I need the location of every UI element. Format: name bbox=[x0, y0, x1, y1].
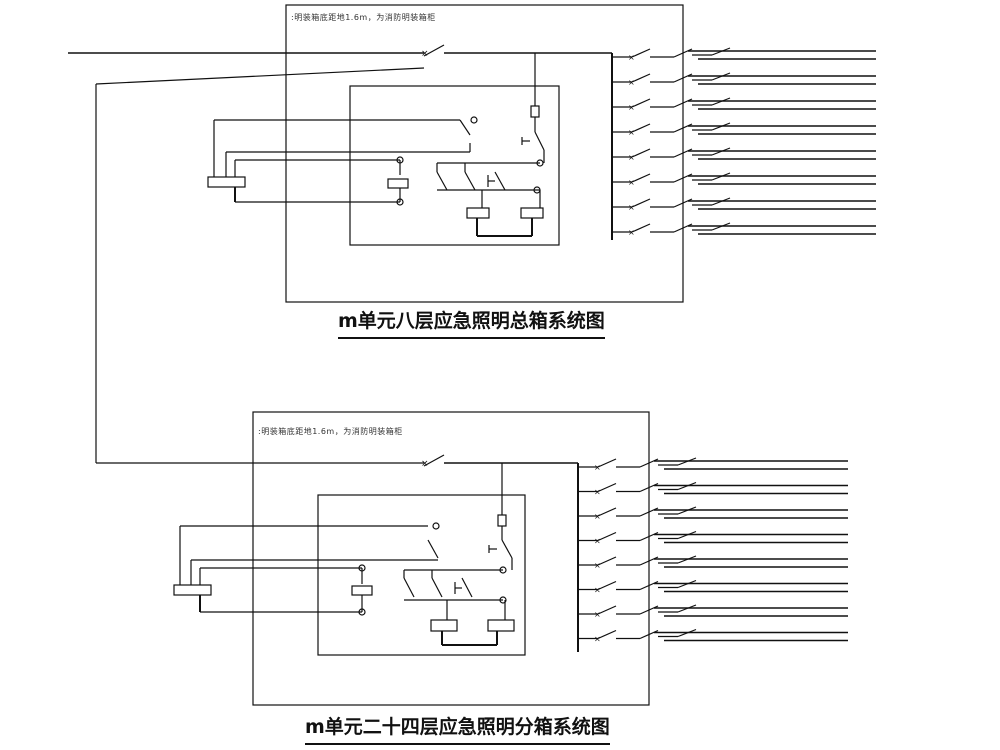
bottom-circuit: × bbox=[578, 457, 848, 472]
svg-text:×: × bbox=[594, 635, 601, 644]
svg-text:×: × bbox=[628, 228, 635, 237]
top-fuse bbox=[530, 105, 540, 118]
top-relay-mid bbox=[387, 178, 409, 189]
bottom-coil-left bbox=[430, 619, 458, 632]
top-circuit: × bbox=[612, 72, 876, 87]
bottom-outgoing-circuits: × × × × × × × × bbox=[578, 457, 848, 644]
svg-text:×: × bbox=[628, 153, 635, 162]
bottom-panel-title: m单元二十四层应急照明分箱系统图 bbox=[305, 712, 610, 745]
svg-text:×: × bbox=[628, 128, 635, 137]
bottom-circuit: × bbox=[578, 530, 848, 546]
svg-text:×: × bbox=[594, 561, 601, 570]
top-panel: × bbox=[68, 4, 684, 464]
top-circuit: × bbox=[612, 147, 876, 162]
riser-cable bbox=[95, 67, 425, 85]
top-relay-left bbox=[207, 176, 246, 188]
svg-text:×: × bbox=[594, 488, 601, 497]
svg-text:×: × bbox=[628, 78, 635, 87]
svg-text:×: × bbox=[594, 537, 601, 546]
top-panel-note: :明装箱底距地1.6m，为消防明装箱柜 bbox=[291, 13, 436, 22]
svg-text:×: × bbox=[421, 49, 429, 59]
top-circuit: × bbox=[612, 47, 876, 62]
bottom-circuit: × bbox=[578, 506, 848, 521]
bottom-main-breaker bbox=[423, 454, 445, 467]
bottom-fuse bbox=[497, 514, 507, 527]
top-circuit: × bbox=[612, 197, 876, 212]
bottom-control-box bbox=[317, 494, 526, 656]
bottom-circuit: × bbox=[578, 579, 848, 595]
bottom-coil-right bbox=[487, 619, 515, 632]
top-main-breaker bbox=[423, 44, 445, 57]
top-circuit: × bbox=[612, 222, 876, 237]
top-circuit: × bbox=[612, 172, 876, 187]
top-control-box bbox=[349, 85, 560, 246]
svg-text:×: × bbox=[628, 53, 635, 62]
svg-text:×: × bbox=[628, 103, 635, 112]
top-panel-title: m单元八层应急照明总箱系统图 bbox=[338, 306, 605, 339]
svg-text:×: × bbox=[421, 459, 429, 469]
svg-text:×: × bbox=[628, 178, 635, 187]
bottom-circuit: × bbox=[578, 628, 848, 644]
top-coil-right bbox=[520, 207, 544, 219]
svg-text:×: × bbox=[594, 610, 601, 619]
bottom-circuit: × bbox=[578, 604, 848, 619]
bottom-circuit: × bbox=[578, 555, 848, 570]
top-coil-left bbox=[466, 207, 490, 219]
top-circuit: × bbox=[612, 122, 876, 137]
top-enclosure bbox=[285, 4, 684, 303]
svg-text:×: × bbox=[594, 586, 601, 595]
top-outgoing-circuits: × × × × × × × × bbox=[612, 47, 876, 237]
top-circuit: × bbox=[612, 97, 876, 112]
svg-text:×: × bbox=[594, 512, 601, 521]
bottom-circuit: × bbox=[578, 481, 848, 497]
svg-text:×: × bbox=[594, 463, 601, 472]
bottom-panel: × bbox=[173, 411, 650, 706]
svg-text:×: × bbox=[628, 203, 635, 212]
bottom-panel-note: :明装箱底距地1.6m，为消防明装箱柜 bbox=[258, 427, 403, 436]
bottom-relay-mid bbox=[351, 585, 373, 596]
bottom-enclosure bbox=[252, 411, 650, 706]
bottom-relay-left bbox=[173, 584, 212, 596]
